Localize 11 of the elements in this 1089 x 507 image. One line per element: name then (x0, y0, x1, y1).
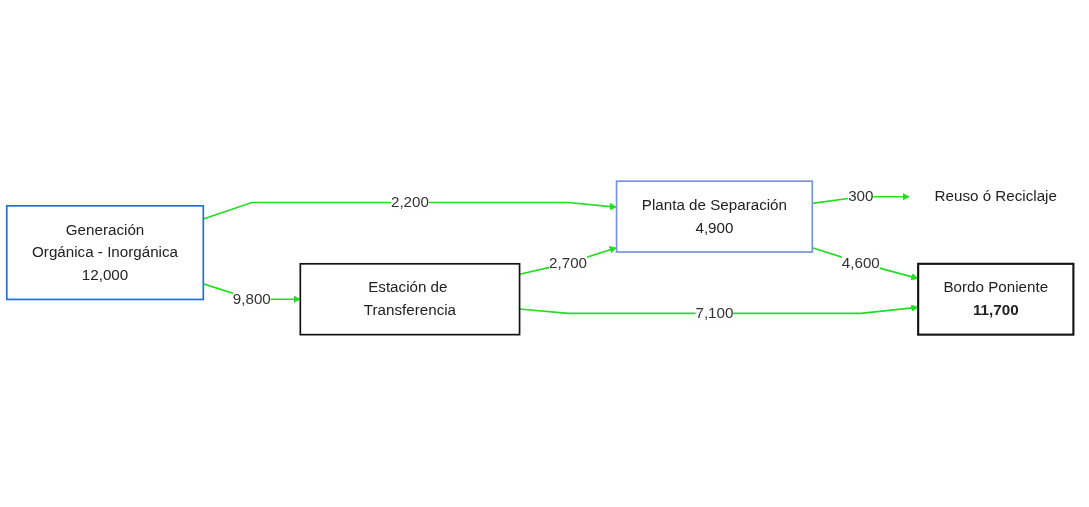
edge-label: 2,200 (390, 193, 429, 211)
node-box: Estación de Transferencia (299, 262, 521, 336)
edge-label: 300 (848, 187, 874, 205)
node-box: Bordo Poniente 11,700 (917, 262, 1075, 336)
edge-label: 9,800 (232, 290, 271, 308)
edge-label: 7,100 (695, 304, 734, 322)
edge-label: 4,600 (841, 254, 880, 271)
node-box: Generación Orgánica - Inorgánica 12,000 (5, 204, 205, 301)
node-text: Reuso ó Reciclaje (934, 187, 1057, 205)
edge-label: 2,700 (549, 254, 588, 271)
node-box: Planta de Separación 4,900 (615, 180, 814, 253)
